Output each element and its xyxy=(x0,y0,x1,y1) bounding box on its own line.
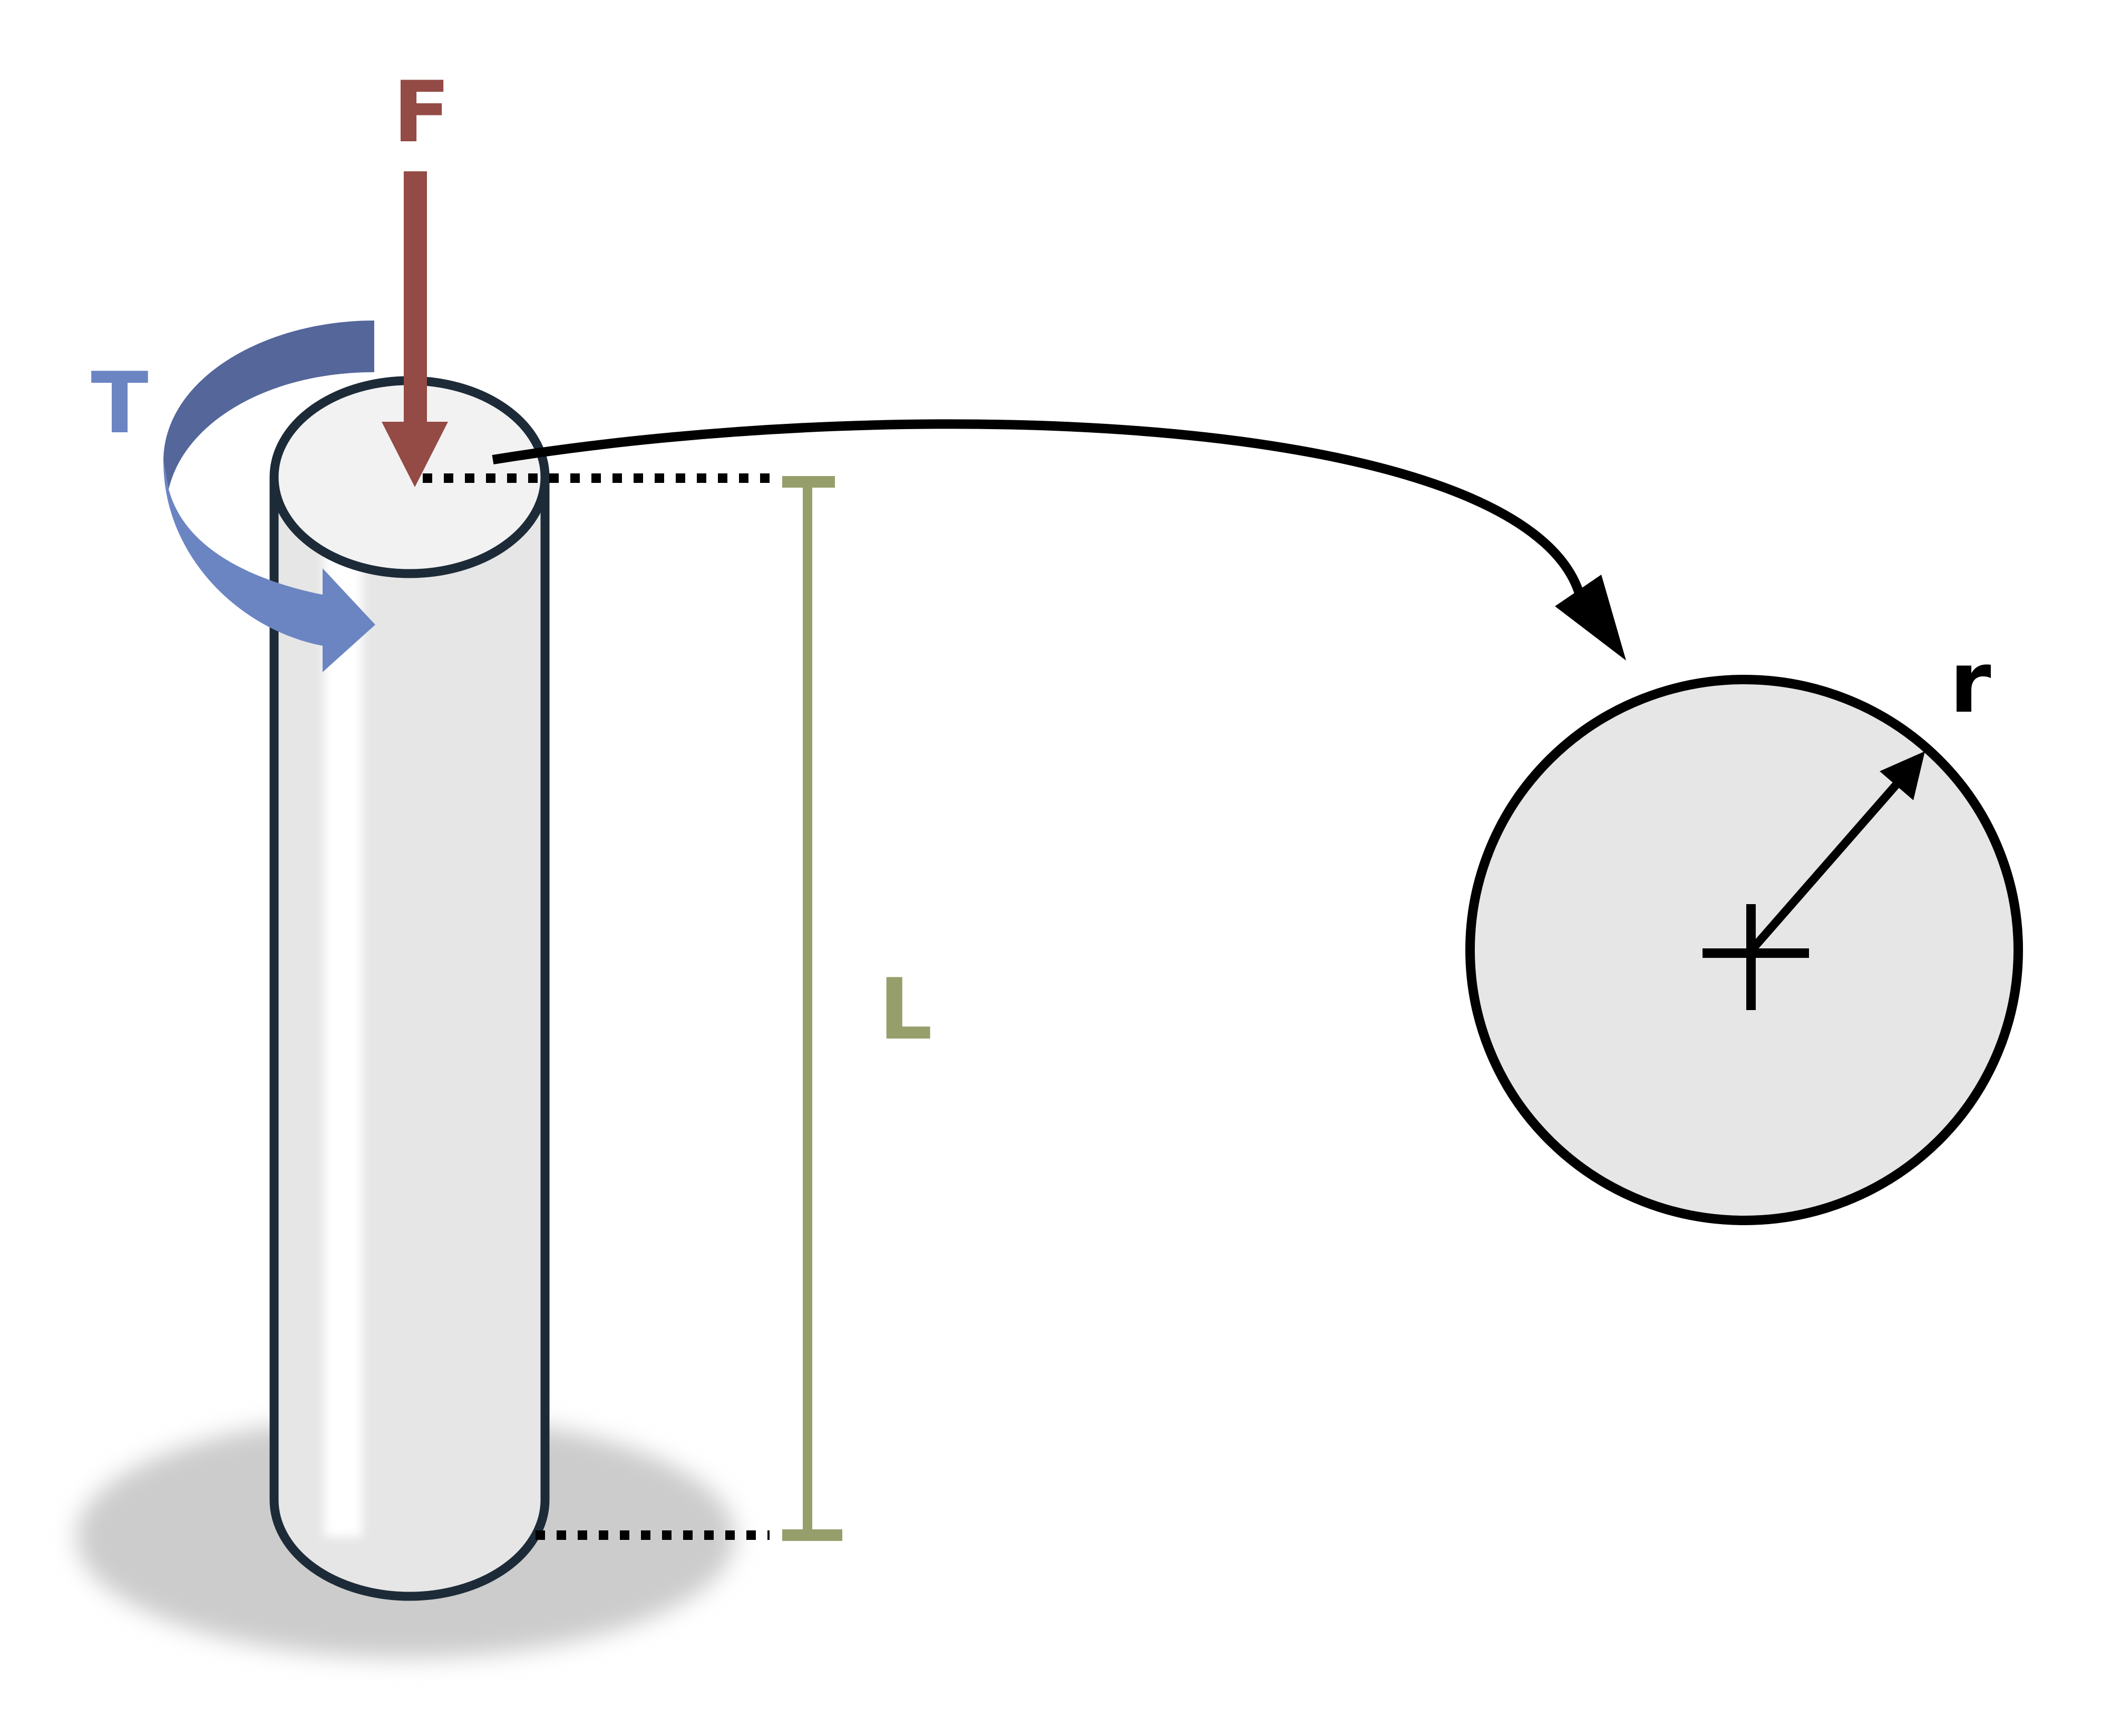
radius-arrow-head xyxy=(1880,751,1925,800)
cylinder-highlight xyxy=(324,506,362,1537)
radius-arrow-line xyxy=(1749,769,1911,952)
force-arrow-shaft xyxy=(404,171,427,424)
cylinder xyxy=(269,376,550,1601)
torque-label: T xyxy=(91,354,148,452)
force-arrow-head xyxy=(382,422,448,487)
torque-arrow-front-band xyxy=(163,461,375,672)
radius-label: r xyxy=(1950,633,1991,732)
cylinder-outline xyxy=(269,477,550,1601)
length-dimension xyxy=(782,476,842,1541)
callout-arrow-head xyxy=(1555,575,1626,661)
length-label: L xyxy=(879,960,932,1059)
force-arrow xyxy=(382,171,448,487)
torque-arrow-back-band xyxy=(163,321,374,489)
callout-arrow-curve xyxy=(492,419,1583,593)
torque-arrow xyxy=(163,321,375,672)
force-label: F xyxy=(393,63,450,161)
callout-arrow xyxy=(492,419,1626,661)
cylinder-body xyxy=(274,477,545,1596)
cross-section xyxy=(1465,675,2023,1225)
